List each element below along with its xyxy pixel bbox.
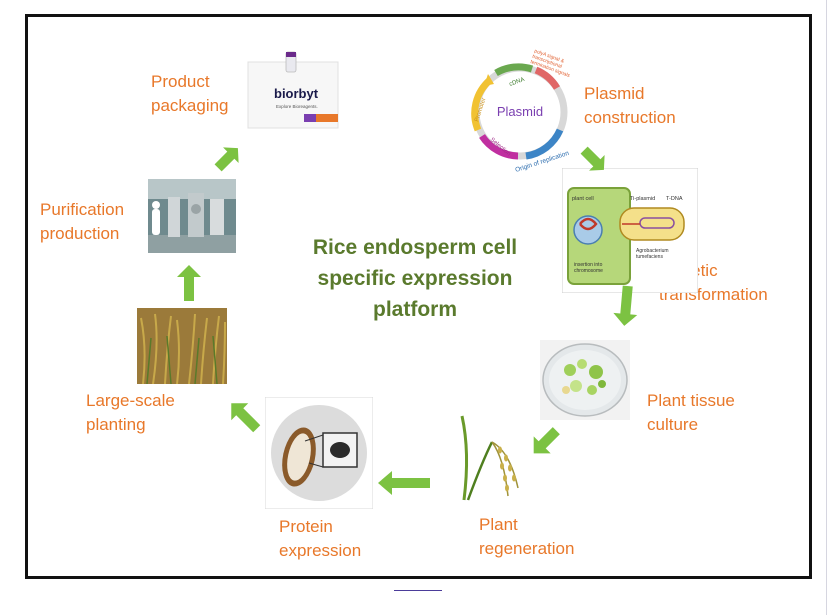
agrobacterium-shape (619, 207, 685, 241)
page-edge-line (826, 0, 827, 615)
tagline-label: Explore Bioreagents. (276, 104, 318, 109)
plant-regeneration-image (452, 412, 528, 502)
arrow-regeneration-to-protein (378, 471, 430, 495)
diagram-title: Rice endosperm cell specific expression … (312, 236, 518, 321)
label-plant-regeneration: Plant regeneration (479, 515, 575, 558)
product-packaging-image: biorbyt Explore Bioreagents. (246, 48, 340, 144)
label-large-scale-planting: Large-scale planting (86, 391, 175, 434)
label-purification-production: Purification production (40, 200, 125, 243)
arrow-tissue-to-regeneration (533, 427, 560, 454)
selection-segment (479, 133, 519, 160)
polya-segment (534, 66, 560, 90)
arrow-plasmid-to-genetic (580, 146, 605, 171)
label-product-packaging: Product packaging (151, 72, 229, 115)
arrow-planting-to-purification (177, 265, 201, 301)
cdna-segment (494, 63, 534, 77)
arrow-genetic-to-tissue (613, 285, 638, 326)
label-protein-expression: Protein expression (279, 517, 362, 560)
plasmid-center-label: Plasmid (497, 104, 543, 119)
ti-plasmid-shape (639, 217, 675, 229)
label-plasmid-construction: Plasmid construction (584, 84, 676, 127)
brand-label: biorbyt (274, 86, 319, 101)
plasmid-map-image: Plasmid Promoter cDNA polyA signal &tran… (452, 40, 580, 180)
cdna-label: cDNA (509, 77, 526, 88)
purification-production-image (148, 179, 236, 253)
t-dna-label: T-DNA (666, 196, 683, 202)
chromosome-shape (579, 217, 598, 231)
plant-cell-label: plant cell (572, 196, 594, 202)
promoter-arrowhead (484, 74, 494, 86)
tissue-culture-image (540, 340, 630, 420)
origin-segment (525, 128, 564, 160)
worker-figure (152, 209, 160, 235)
link-underline[interactable] (394, 590, 442, 591)
large-scale-planting-image (137, 308, 227, 384)
protein-expression-image (265, 397, 373, 509)
ti-plasmid-label: Ti-plasmid (630, 196, 655, 202)
label-plant-tissue-culture: Plant tissue culture (647, 391, 735, 434)
genetic-transformation-image: plant cell Ti-plasmid T-DNA insertion in… (562, 168, 698, 293)
arrow-protein-to-planting (231, 403, 261, 433)
arrow-purification-to-packaging (214, 147, 239, 172)
